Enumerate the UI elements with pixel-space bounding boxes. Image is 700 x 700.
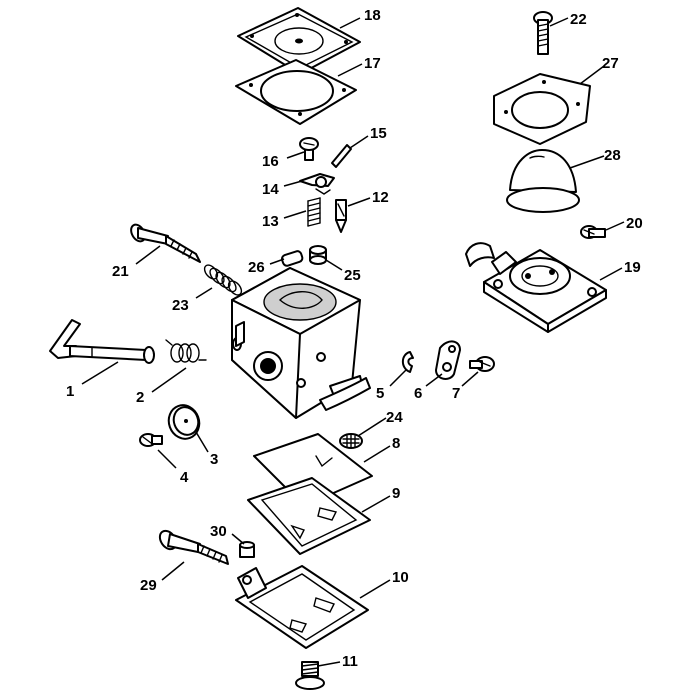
leader-15: [349, 135, 369, 149]
part-6-lever: [435, 340, 461, 380]
part-5-e-clip: [401, 351, 414, 373]
callout-20: 20: [626, 215, 643, 232]
part-23-spring: [203, 264, 243, 296]
leader-9: [361, 495, 391, 513]
callout-18: 18: [364, 7, 381, 24]
callout-7: 7: [452, 385, 460, 402]
part-24-strainer: [339, 433, 363, 449]
leader-28: [569, 155, 605, 169]
leader-4: [157, 449, 177, 469]
leader-29: [161, 561, 185, 581]
callout-19: 19: [624, 259, 641, 276]
callout-8: 8: [392, 435, 400, 452]
callout-26: 26: [248, 259, 265, 276]
leader-13: [283, 210, 307, 219]
part-3-throttle-plate: [167, 404, 201, 440]
leader-1: [81, 361, 119, 385]
part-13-spring: [307, 197, 321, 227]
part-2-torsion-spring: [165, 339, 207, 363]
leader-12: [347, 197, 371, 207]
callout-11: 11: [342, 653, 358, 670]
callout-15: 15: [370, 125, 387, 142]
part-22-screw: [533, 11, 553, 55]
leader-10: [359, 579, 391, 599]
callout-30: 30: [210, 523, 227, 540]
callout-4: 4: [180, 469, 189, 486]
callout-6: 6: [414, 385, 422, 402]
leader-16: [286, 151, 305, 159]
callout-9: 9: [392, 485, 400, 502]
part-21-adjusting-screw: [130, 223, 201, 263]
part-27-gasket: [493, 73, 591, 145]
leader-21: [135, 245, 161, 265]
leader-8: [363, 445, 391, 463]
leader-25: [325, 259, 343, 271]
leader-11: [317, 661, 341, 667]
part-10-cover: [235, 565, 369, 649]
callout-2: 2: [136, 389, 144, 406]
leader-30: [231, 533, 245, 545]
callout-16: 16: [262, 153, 279, 170]
callout-5: 5: [376, 385, 384, 402]
callout-25: 25: [344, 267, 361, 284]
part-14-inlet-needle-lever: [299, 173, 335, 195]
callout-12: 12: [372, 189, 389, 206]
part-1-throttle-shaft: [49, 319, 155, 364]
leader-lines: [81, 17, 625, 667]
callout-27: 27: [602, 55, 619, 72]
part-25-sleeve: [309, 245, 327, 265]
leader-14: [283, 180, 303, 187]
callout-3: 3: [210, 451, 218, 468]
callout-labels: 1 2 3 4 5 6 7 8 9 10 11 12 13 14 15 16 1…: [66, 7, 643, 670]
leader-20: [605, 221, 625, 231]
part-29-adjusting-screw: [158, 529, 229, 565]
callout-1: 1: [66, 383, 74, 400]
leader-24: [357, 417, 387, 437]
callout-24: 24: [386, 409, 403, 426]
callout-28: 28: [604, 147, 621, 164]
leader-7: [461, 371, 479, 387]
part-17-gasket: [235, 59, 357, 125]
callout-23: 23: [172, 297, 189, 314]
part-9-gasket: [247, 477, 371, 555]
part-30-sleeve: [239, 541, 255, 558]
part-16-screw: [299, 137, 319, 161]
callout-13: 13: [262, 213, 279, 230]
part-26-plug: [280, 250, 304, 267]
part-20-screw: [580, 225, 606, 239]
leader-2: [151, 367, 187, 393]
leader-5: [389, 369, 407, 387]
part-11-screw: [295, 661, 325, 690]
leader-17: [337, 63, 363, 77]
callout-22: 22: [570, 11, 587, 28]
leader-26: [269, 258, 285, 265]
leader-18: [339, 17, 361, 29]
callout-21: 21: [112, 263, 129, 280]
part-19-pump-housing: [465, 242, 607, 333]
part-4-screw: [139, 433, 163, 447]
carburetor-body: [231, 267, 371, 419]
leader-19: [599, 267, 623, 281]
leader-23: [195, 287, 213, 299]
part-28-primer-bulb: [506, 149, 580, 213]
callout-29: 29: [140, 577, 157, 594]
part-7-screw: [469, 356, 495, 372]
callout-10: 10: [392, 569, 409, 586]
leader-22: [549, 17, 569, 27]
leader-6: [425, 373, 443, 387]
callout-14: 14: [262, 181, 279, 198]
leader-27: [579, 65, 605, 85]
part-15-pin: [331, 144, 352, 168]
part-12-inlet-needle: [335, 199, 347, 233]
leader-3: [195, 431, 209, 453]
callout-17: 17: [364, 55, 381, 72]
